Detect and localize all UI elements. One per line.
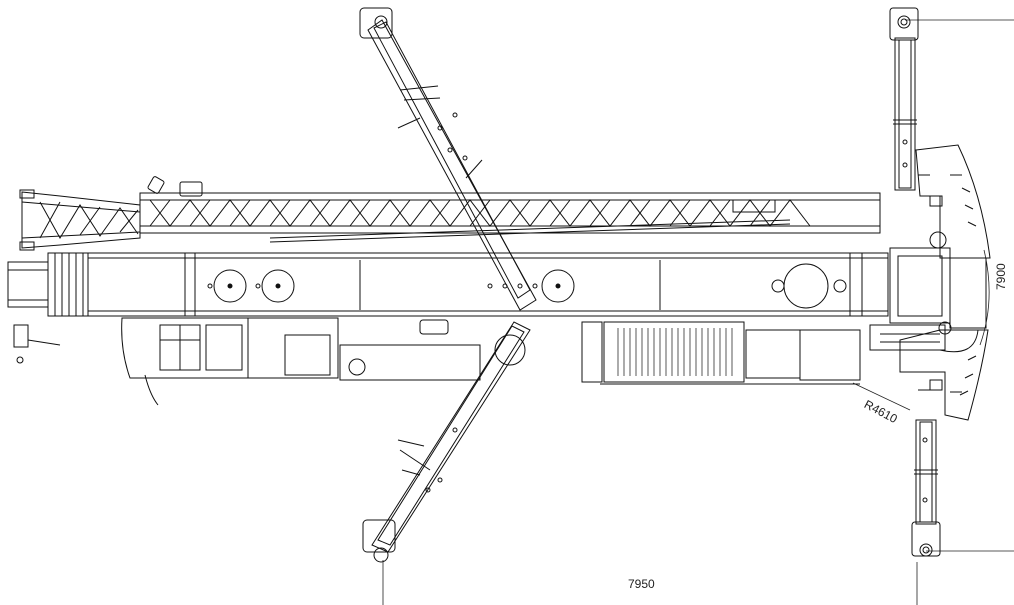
hook-block (7, 252, 89, 364)
outrigger-lower-left (362, 321, 531, 563)
telescopic-boom (87, 252, 889, 317)
outrigger-lower-right (911, 419, 941, 557)
jib-tip (19, 189, 141, 251)
spread-dimension-label: 7900 (994, 263, 1008, 290)
outrigger-upper-left (359, 7, 537, 311)
radiator-grille (617, 328, 733, 376)
dimension-lines (382, 19, 1014, 605)
width-dimension-label: 7950 (628, 577, 655, 591)
counterweight-plates (899, 144, 991, 421)
lattice-jib (139, 176, 881, 243)
outrigger-upper-right (889, 7, 919, 191)
carrier-chassis (121, 317, 861, 406)
superstructure-cab (869, 231, 987, 353)
